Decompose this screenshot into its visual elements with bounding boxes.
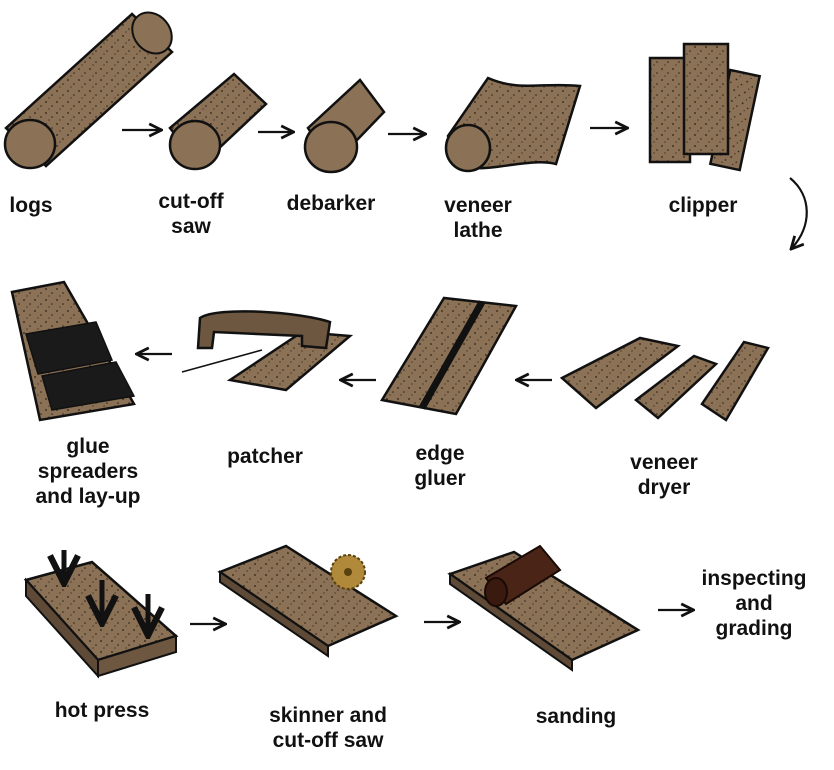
edge-glued-sheet-icon xyxy=(379,296,519,416)
label-logs: logs xyxy=(9,194,53,217)
debarked-log-icon xyxy=(303,78,386,174)
label-inspecting: inspecting and grading xyxy=(701,567,807,640)
glue-spread-sheets-icon xyxy=(10,280,136,422)
dried-veneer-icon xyxy=(559,336,770,422)
label-debarker: debarker xyxy=(286,192,376,215)
label-glue-spreaders: glue spreaders and lay-up xyxy=(35,435,141,508)
log-icon xyxy=(3,11,174,170)
sanding-drum-icon xyxy=(484,544,562,607)
patcher-icon xyxy=(181,310,354,392)
label-patcher: patcher xyxy=(227,445,303,468)
label-hot-press: hot press xyxy=(54,699,150,722)
label-cutoff-saw: cut-off saw xyxy=(158,190,224,238)
label-edge-gluer: edge gluer xyxy=(414,442,466,490)
label-veneer-dryer: veneer dryer xyxy=(630,451,698,499)
label-sanding: sanding xyxy=(535,705,617,728)
cut-log-icon xyxy=(168,72,268,171)
curved-arrow-icon xyxy=(790,177,808,248)
label-clipper: clipper xyxy=(668,194,738,217)
clipped-veneer-icon xyxy=(648,42,762,172)
hot-press-icon xyxy=(23,550,179,679)
veneer-sheet-icon xyxy=(444,76,582,173)
label-skinner: skinner and cut-off saw xyxy=(269,704,387,752)
skinner-saw-icon xyxy=(217,544,399,658)
label-veneer-lathe: veneer lathe xyxy=(444,194,512,242)
sanding-icon xyxy=(447,544,641,672)
